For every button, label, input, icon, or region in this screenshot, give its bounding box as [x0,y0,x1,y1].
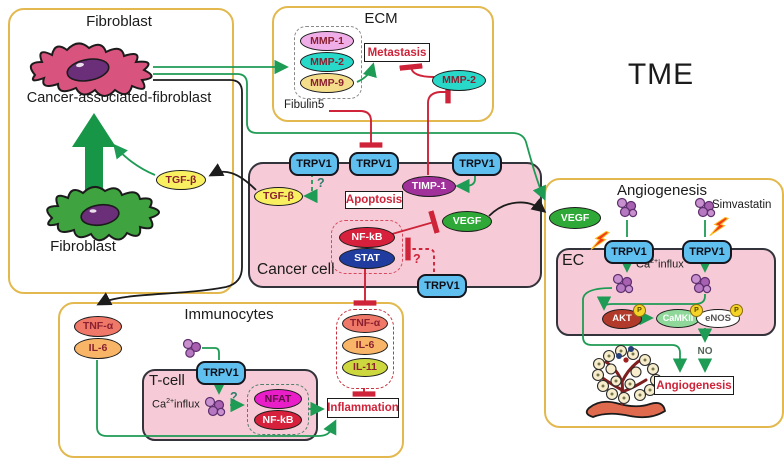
enos-chip: eNOS [696,309,740,328]
trpv1-channel-cancer-3: TRPV1 [452,152,502,176]
endothelial-cell-body [556,248,776,336]
timp1-chip: TIMP-1 [402,176,456,197]
trpv1-channel-tcell: TRPV1 [196,361,246,385]
green-arrows [96,59,713,437]
cytokine-group-box [336,309,394,389]
ec-label: EC [562,252,585,269]
black-arrows [96,79,547,306]
akt-chip: AKT [602,309,642,329]
mmp-group-box [294,26,362,99]
trpv1-channel-ec-right: TRPV1 [682,240,732,264]
mmp2-free-chip: MMP-2 [432,70,486,91]
trpv1-channel-cancer-1: TRPV1 [289,152,339,176]
il6-cytokine-chip: IL-6 [342,336,388,355]
nfat-nfkb-group-box [247,384,309,435]
angiogenesis-result-box: Angiogenesis [654,376,734,395]
tgfb-cancer-chip: TGF-β [254,187,303,206]
simvastatin-label: Simvastatin [712,199,772,211]
trpv1-channel-cancer-bottom: TRPV1 [417,274,467,298]
il6-immuno-chip: IL-6 [74,338,122,359]
tnfa-cytokine-chip: TNF-α [342,314,388,333]
angiogenesis-panel-title: Angiogenesis [616,182,708,199]
fibroblast-label: Fibroblast [50,238,116,255]
nfat-chip: NFAT [254,389,302,409]
fibulin5-label: Fibulin5 [284,99,325,111]
t-cell-label: T-cell [149,372,185,389]
metastasis-box: Metastasis [364,43,430,62]
calcium-ion-clusters [182,197,716,417]
fibroblast-panel-title: Fibroblast [86,13,152,30]
tnfa-immuno-chip: TNF-α [74,316,122,337]
fibroblast-cell [46,186,160,242]
mmp2-chip: MMP-2 [300,52,354,72]
blood-vessel-illustration [585,344,666,419]
angiogenesis-panel [544,178,784,428]
immunocytes-panel-title: Immunocytes [184,306,274,323]
mmp1-chip: MMP-1 [300,31,354,51]
nfkb-stat-group-box [331,220,403,274]
fibroblast-panel [8,8,234,294]
stat-chip: STAT [339,248,395,269]
tgfb-fibroblast-chip: TGF-β [156,170,206,190]
vegf-cancer-chip: VEGF [442,211,492,232]
question-mark-tgfb: ? [317,176,325,190]
immunocytes-panel [58,302,404,458]
tme-title: TME [627,58,695,91]
question-mark-stat-trpv1: ? [413,252,421,266]
ca-influx-label-tcell: Ca2+influx [152,398,200,411]
phospho-dot-enos: P [730,304,743,317]
ecm-panel-title: ECM [364,10,398,27]
mmp9-chip: MMP-9 [300,73,354,93]
stimulus-bolt-icons [590,216,730,251]
upregulation-arrow [72,113,116,190]
cancer-cell-label: Cancer cell [257,261,335,278]
no-label: NO [697,346,713,357]
ecm-panel [272,6,494,122]
nfkb-cancer-chip: NF-kB [339,227,395,248]
nfkb-tcell-chip: NF-kB [254,410,302,430]
vegf-free-chip: VEGF [549,207,601,229]
caf-label: Cancer-associated-fibroblast [26,90,212,106]
question-mark-nfat: ? [230,390,238,404]
inflammation-box: Inflammation [327,398,399,418]
phospho-dot-akt: P [633,304,646,317]
trpv1-channel-cancer-2: TRPV1 [349,152,399,176]
red-inhibition-lines [329,63,451,397]
cancer-associated-fibroblast-cell [29,42,153,97]
apoptosis-box: Apoptosis [345,191,403,209]
camkii-chip: CaMKII [656,309,700,328]
trpv1-channel-ec-left: TRPV1 [604,240,654,264]
il11-cytokine-chip: IL-11 [342,358,388,377]
phospho-dot-camkii: P [690,304,703,317]
